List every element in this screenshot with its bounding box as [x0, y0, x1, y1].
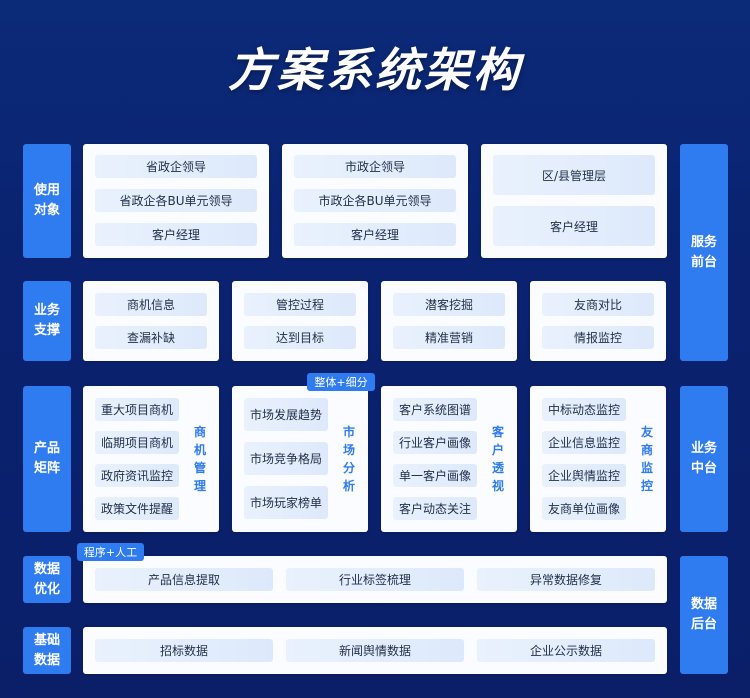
base-card: 招标数据 新闻舆情数据 企业公示数据: [83, 627, 667, 674]
support-card: 管控过程 达到目标: [232, 281, 368, 361]
page-title: 方案系统架构: [228, 43, 522, 97]
product-card-market: 市场发展趋势 市场竞争格局 市场玩家榜单 市场分析: [232, 386, 368, 532]
product-item: 企业信息监控: [542, 431, 626, 454]
product-item: 友商单位画像: [542, 497, 626, 520]
optimize-card: 产品信息提取 行业标签梳理 异常数据修复: [83, 556, 667, 603]
product-item: 行业客户画像: [393, 431, 477, 454]
side-label-back: 数据后台: [680, 556, 728, 674]
product-side-label: 商机管理: [193, 425, 206, 493]
optimize-item: 行业标签梳理: [286, 568, 464, 591]
side-label-front: 服务前台: [680, 144, 728, 361]
row-label-users: 使用对象: [23, 144, 71, 258]
user-item: 省政企领导: [95, 155, 257, 178]
user-item: 市政企各BU单元领导: [294, 189, 456, 212]
product-card-competitor: 中标动态监控 企业信息监控 企业舆情监控 友商单位画像 友商监控: [530, 386, 666, 532]
support-item: 精准营销: [393, 326, 505, 349]
product-item: 企业舆情监控: [542, 464, 626, 487]
row-label-base: 基础数据: [23, 627, 71, 674]
support-card: 商机信息 查漏补缺: [83, 281, 219, 361]
product-item: 政府资讯监控: [95, 464, 179, 487]
product-item: 政策文件提醒: [95, 497, 179, 520]
product-item: 中标动态监控: [542, 398, 626, 421]
user-item: 省政企各BU单元领导: [95, 189, 257, 212]
user-item: 区/县管理层: [493, 155, 655, 195]
product-side-label: 客户透视: [491, 425, 504, 493]
users-card-city: 市政企领导 市政企各BU单元领导 客户经理: [282, 144, 468, 258]
product-item: 客户系统图谱: [393, 398, 477, 421]
product-item: 单一客户画像: [393, 464, 477, 487]
base-item: 招标数据: [95, 639, 273, 662]
product-card-opportunity: 重大项目商机 临期项目商机 政府资讯监控 政策文件提醒 商机管理: [83, 386, 219, 532]
row-label-optimize: 数据优化: [23, 556, 71, 603]
product-item: 市场竞争格局: [244, 442, 328, 475]
product-item: 市场发展趋势: [244, 398, 328, 431]
support-item: 管控过程: [244, 293, 356, 316]
optimize-item: 异常数据修复: [477, 568, 655, 591]
support-card: 友商对比 情报监控: [530, 281, 666, 361]
support-item: 友商对比: [542, 293, 654, 316]
optimize-method-tag: 程序+人工: [77, 543, 144, 561]
product-side-label: 市场分析: [342, 425, 355, 493]
optimize-item: 产品信息提取: [95, 568, 273, 591]
support-item: 达到目标: [244, 326, 356, 349]
user-item: 客户经理: [95, 223, 257, 246]
side-label-middle: 业务中台: [680, 386, 728, 532]
support-item: 潜客挖掘: [393, 293, 505, 316]
product-item: 客户动态关注: [393, 497, 477, 520]
users-card-county: 区/县管理层 客户经理: [481, 144, 667, 258]
user-item: 客户经理: [294, 223, 456, 246]
product-item: 市场玩家榜单: [244, 486, 328, 519]
base-item: 新闻舆情数据: [286, 639, 464, 662]
market-scope-tag: 整体+细分: [307, 373, 375, 391]
product-item: 重大项目商机: [95, 398, 179, 421]
product-card-customer: 客户系统图谱 行业客户画像 单一客户画像 客户动态关注 客户透视: [381, 386, 517, 532]
support-card: 潜客挖掘 精准营销: [381, 281, 517, 361]
row-label-products: 产品矩阵: [23, 386, 71, 532]
row-label-support: 业务支撑: [23, 281, 71, 361]
product-item: 临期项目商机: [95, 431, 179, 454]
support-item: 情报监控: [542, 326, 654, 349]
user-item: 客户经理: [493, 206, 655, 246]
support-item: 查漏补缺: [95, 326, 207, 349]
users-card-province: 省政企领导 省政企各BU单元领导 客户经理: [83, 144, 269, 258]
product-side-label: 友商监控: [640, 425, 653, 493]
user-item: 市政企领导: [294, 155, 456, 178]
support-item: 商机信息: [95, 293, 207, 316]
base-item: 企业公示数据: [477, 639, 655, 662]
